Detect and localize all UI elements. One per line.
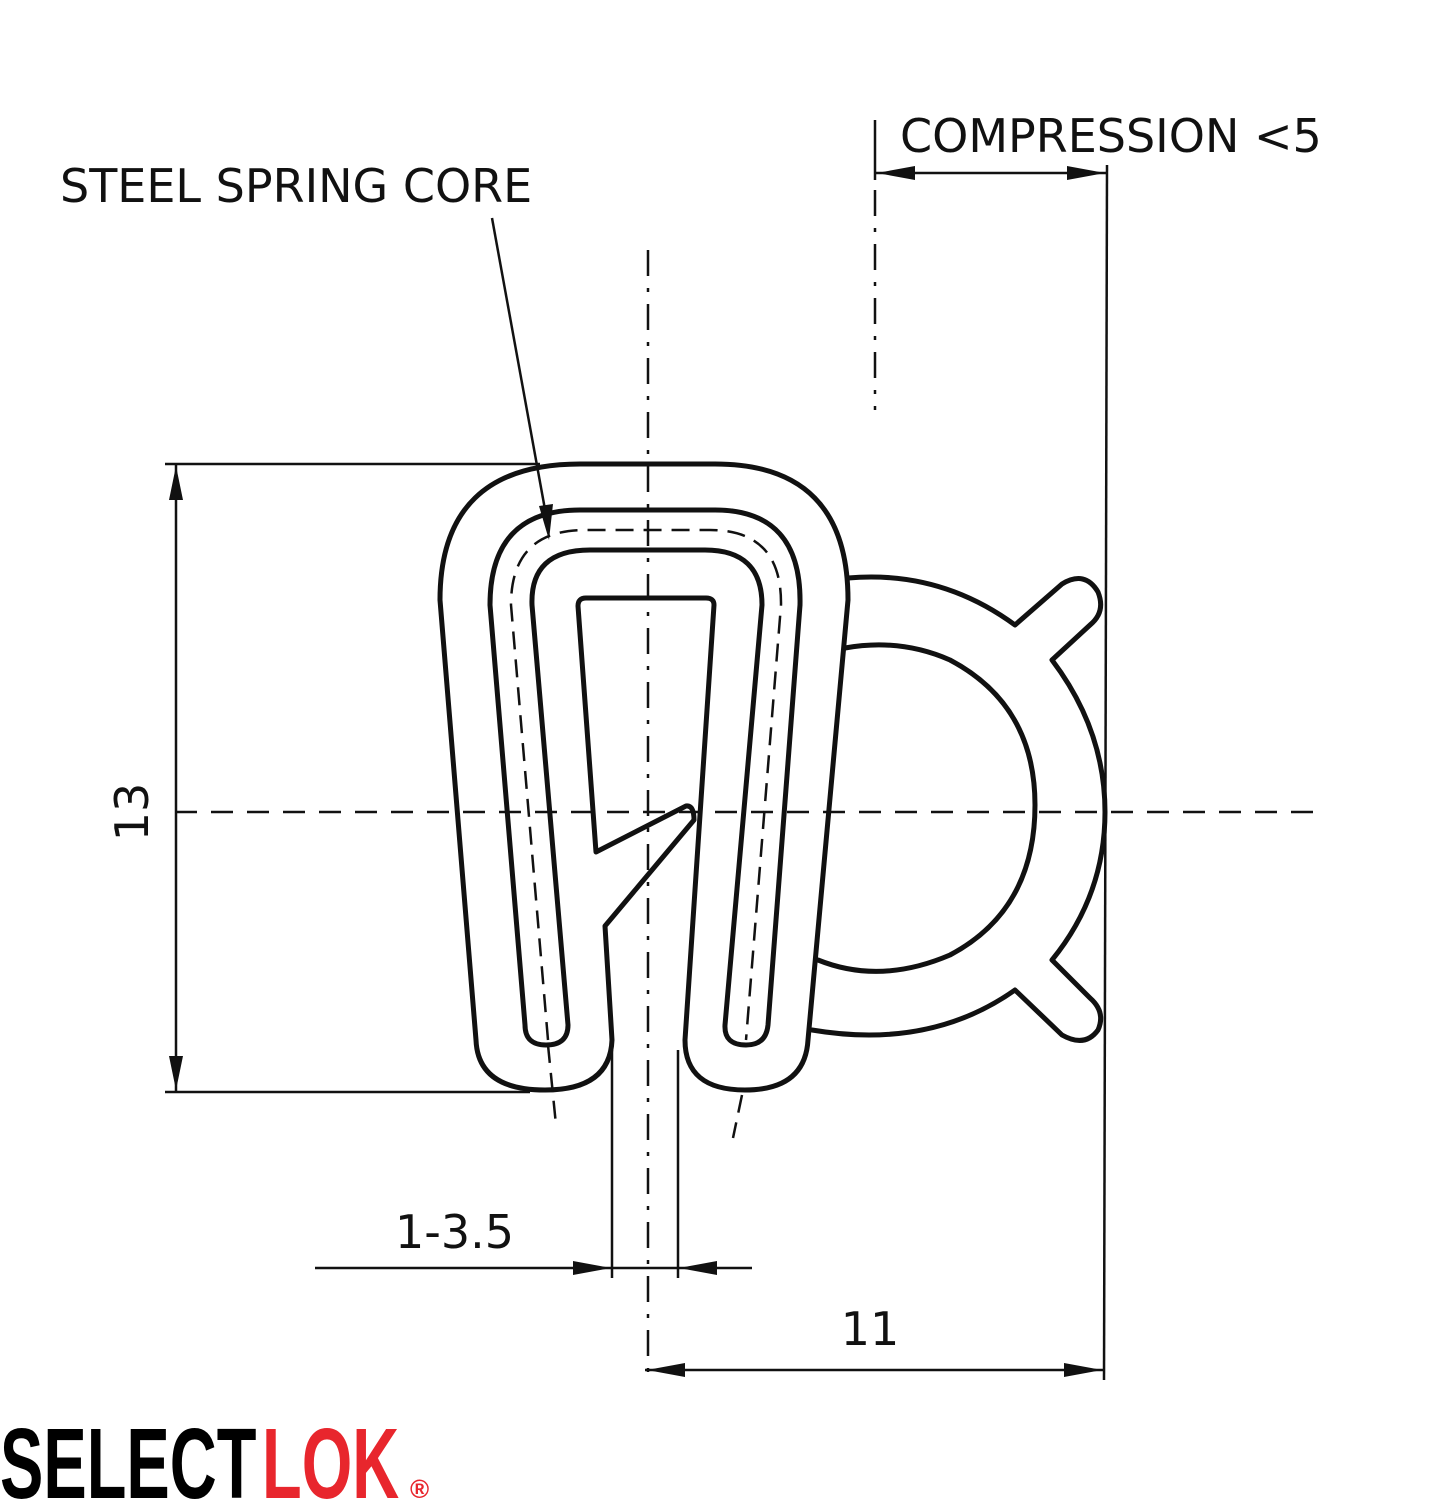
leader-arrow-icon bbox=[539, 504, 553, 540]
height-label: 13 bbox=[105, 783, 159, 842]
core-leader-line bbox=[490, 217, 548, 516]
registered-mark: ® bbox=[410, 1474, 429, 1503]
arrow-right-icon bbox=[573, 1261, 611, 1275]
logo-lok: LOK bbox=[262, 1408, 399, 1503]
arrow-left-icon bbox=[647, 1363, 685, 1377]
compression-label: COMPRESSION <5 bbox=[900, 109, 1322, 163]
width-label: 11 bbox=[841, 1302, 900, 1356]
seal-bulb-inner bbox=[815, 642, 1038, 974]
steel-spring-core-line bbox=[509, 528, 783, 1041]
logo-select: SELECT bbox=[0, 1408, 256, 1503]
right-extension-line bbox=[1102, 164, 1109, 1381]
spring-slot bbox=[487, 507, 803, 1048]
arrow-up-icon bbox=[169, 466, 183, 500]
seal-outer-body bbox=[437, 461, 851, 1093]
steel-spring-core-label: STEEL SPRING CORE bbox=[60, 159, 532, 213]
arrow-left-icon bbox=[877, 166, 915, 180]
core-tail-right bbox=[731, 1094, 744, 1139]
arrow-down-icon bbox=[169, 1056, 183, 1090]
arrow-right-icon bbox=[1064, 1363, 1102, 1377]
selectlok-logo: SELECT LOK ® bbox=[0, 1408, 429, 1503]
arrow-right-icon bbox=[1067, 166, 1105, 180]
core-tail-left bbox=[546, 1044, 558, 1126]
arrow-left-icon bbox=[679, 1261, 717, 1275]
grip-range-label: 1-3.5 bbox=[395, 1205, 514, 1259]
